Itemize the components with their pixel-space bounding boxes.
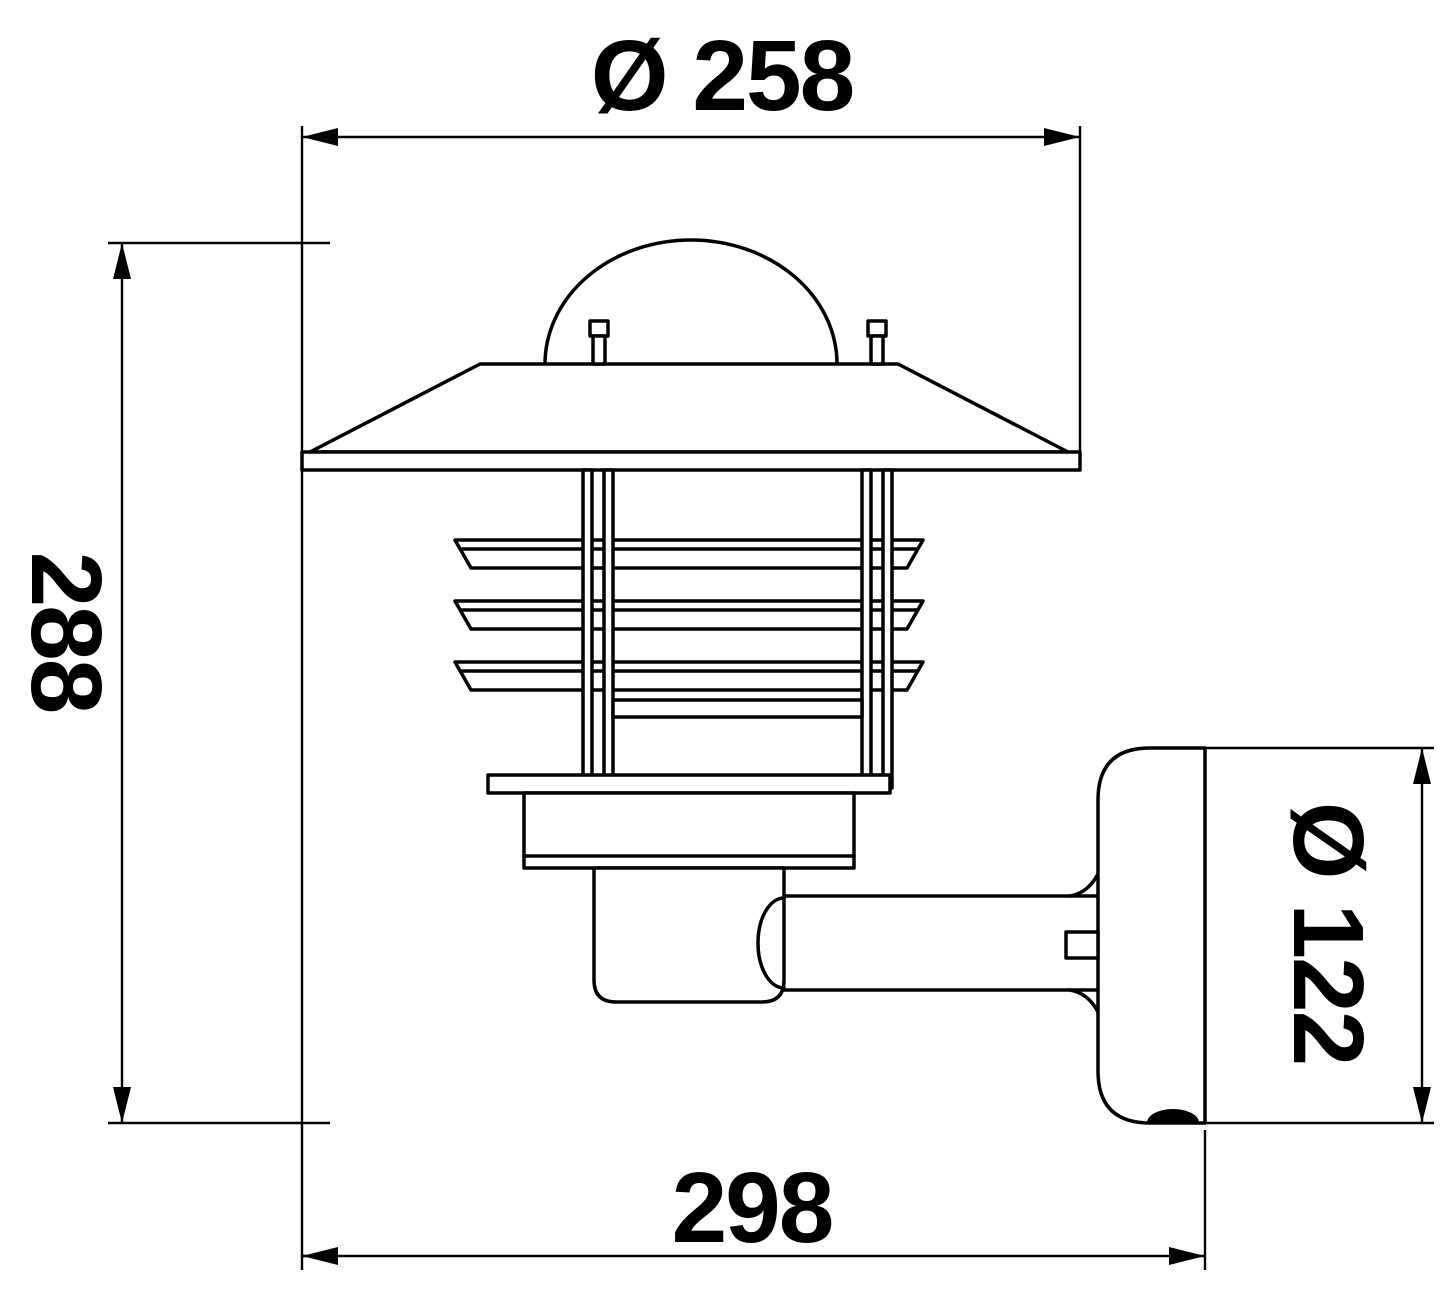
- shade-bolts: [588, 319, 888, 366]
- arrowhead-top: [1413, 748, 1431, 784]
- arm-fillet-top: [1068, 872, 1100, 898]
- dim-height: 288: [10, 241, 330, 1125]
- arrowhead-bottom: [113, 1087, 131, 1123]
- arrowhead-right: [1044, 128, 1080, 146]
- dim-label-top-diameter: Ø 258: [591, 20, 853, 132]
- wall-plate-disc: [1096, 746, 1207, 1125]
- inner-ring: [611, 698, 864, 719]
- lamp-shade-cone: [308, 362, 1070, 454]
- dimension-annotations: Ø 258 288 298: [10, 20, 1434, 1270]
- louvre-slat: [453, 660, 925, 692]
- mounting-arm: [756, 872, 1100, 1014]
- dim-label-height: 288: [10, 552, 122, 713]
- cable-notch: [1146, 1109, 1200, 1124]
- dim-depth: 298: [300, 470, 1207, 1270]
- louvre-slat: [453, 599, 925, 631]
- dim-plate-diameter: Ø 122: [1205, 746, 1434, 1125]
- bolt-right-stem: [869, 334, 885, 366]
- bolt-left-head: [588, 319, 610, 338]
- louvre-slat: [453, 538, 925, 570]
- rod: [860, 468, 873, 790]
- arrowhead-right: [1169, 1247, 1205, 1265]
- arrowhead-bottom: [1413, 1087, 1431, 1123]
- lamp-outline: [300, 238, 1207, 1125]
- arm-end-cap: [756, 896, 786, 990]
- lamp-shade-rim: [300, 450, 1082, 472]
- bolt-left-stem: [591, 334, 607, 366]
- arm-fillet-bottom: [1068, 988, 1100, 1014]
- louvre-slats: [453, 538, 925, 692]
- flange-plate: [486, 773, 892, 795]
- lamp-dome: [543, 238, 839, 366]
- rod: [881, 468, 894, 790]
- set-screw: [1064, 930, 1100, 960]
- dim-top-diameter: Ø 258: [300, 20, 1082, 452]
- arrowhead-left: [302, 128, 338, 146]
- lower-neck: [592, 866, 786, 1004]
- rod: [581, 468, 594, 790]
- dim-label-plate-diameter: Ø 122: [1272, 802, 1384, 1064]
- arrowhead-top: [113, 243, 131, 279]
- dim-label-depth: 298: [672, 1152, 833, 1264]
- bolt-right-head: [866, 319, 888, 338]
- arrowhead-left: [302, 1247, 338, 1265]
- wall-plate: [1064, 746, 1207, 1125]
- rod: [602, 468, 615, 790]
